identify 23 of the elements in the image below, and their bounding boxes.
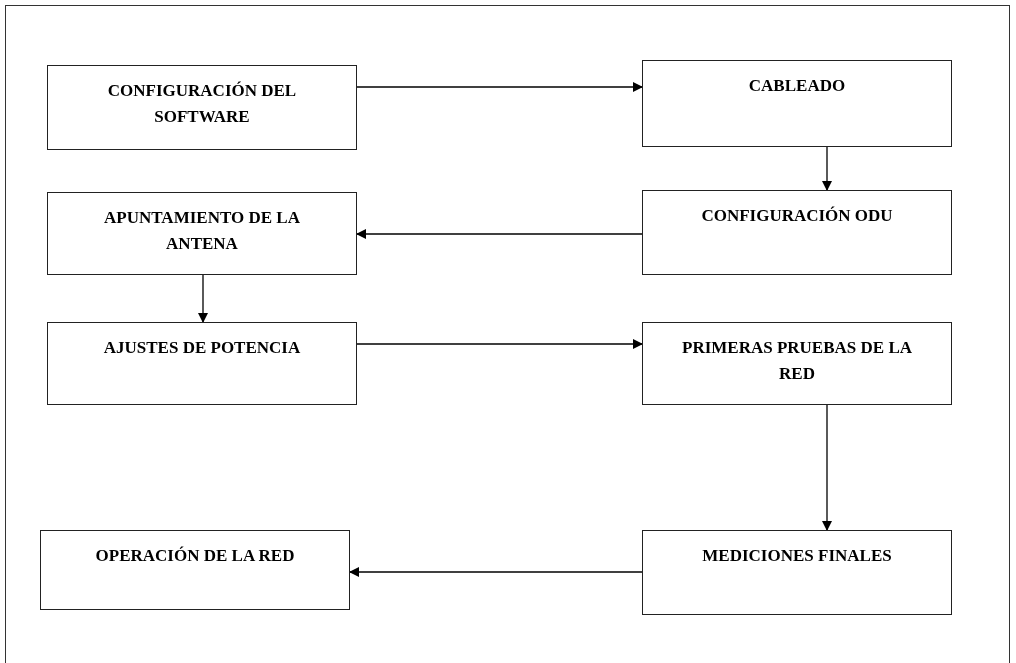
process-box: [642, 60, 952, 147]
arrow: [349, 567, 643, 577]
step-label: PRIMERAS PRUEBAS DE LA RED: [681, 337, 913, 385]
process-box: [47, 322, 357, 405]
arrow: [822, 146, 832, 191]
step-label: CONFIGURACIÓN DEL SOFTWARE: [106, 80, 298, 128]
arrow: [356, 339, 643, 349]
step-label: APUNTAMIENTO DE LA ANTENA: [103, 207, 301, 255]
arrow: [356, 82, 643, 92]
step-label: AJUSTES DE POTENCIA: [103, 337, 301, 359]
process-box: [642, 190, 952, 275]
step-label: CONFIGURACIÓN ODU: [701, 205, 893, 227]
process-box: [642, 322, 952, 405]
process-box: [47, 192, 357, 275]
process-box: [47, 65, 357, 150]
arrow: [198, 274, 208, 323]
arrow: [822, 404, 832, 531]
step-label: MEDICIONES FINALES: [702, 545, 892, 567]
step-label: OPERACIÓN DE LA RED: [95, 545, 295, 567]
process-box: [40, 530, 350, 610]
process-box: [642, 530, 952, 615]
step-label: CABLEADO: [748, 75, 846, 97]
arrow: [356, 229, 643, 239]
